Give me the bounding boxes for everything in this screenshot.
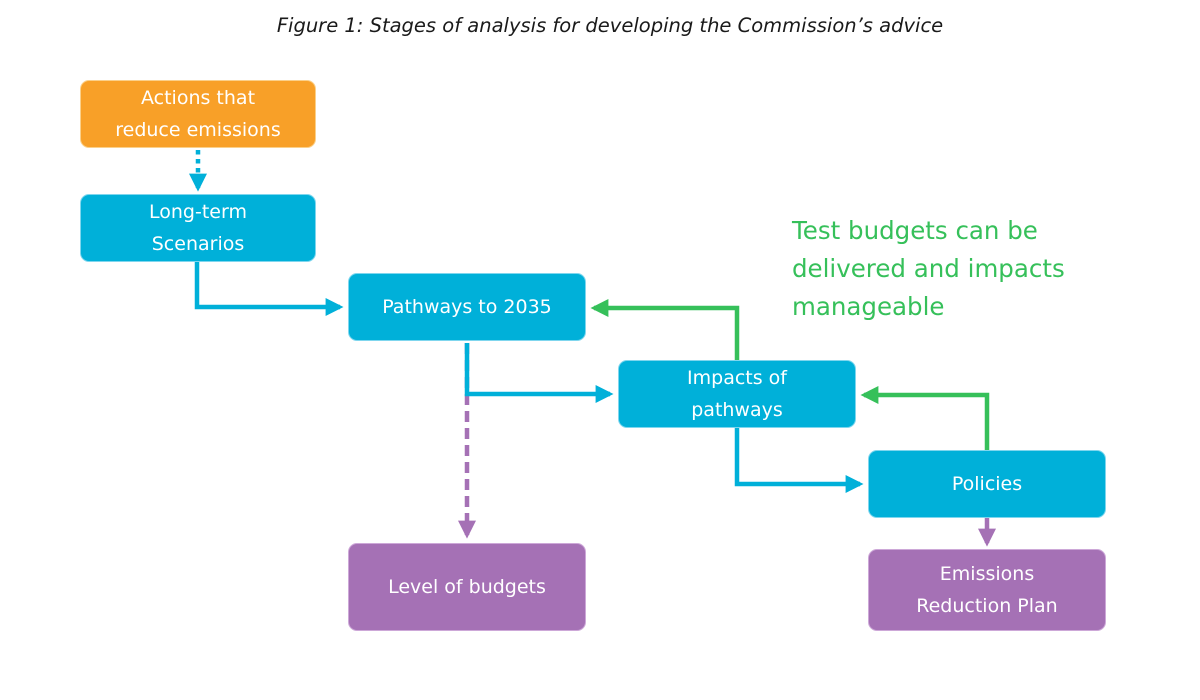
node-level-of-budgets: Level of budgets (348, 543, 586, 631)
arrow-impacts-to-policies (734, 428, 864, 493)
node-impacts-of-pathways: Impacts of pathways (618, 360, 856, 428)
node-label-line: reduce emissions (115, 119, 281, 141)
node-label-line: pathways (691, 399, 783, 421)
arrow-longterm-to-pathways (194, 262, 344, 316)
figure-title: Figure 1: Stages of analysis for develop… (276, 14, 944, 37)
node-label-line: Level of budgets (388, 576, 546, 598)
arrow-pathways-to-impacts (464, 343, 614, 403)
arrow-impacts-to-pathways (590, 299, 740, 360)
node-actions-that-reduce-emissions: Actions that reduce emissions (80, 80, 316, 148)
node-label-line: Policies (951, 473, 1023, 495)
node-label-line: Impacts of (687, 367, 787, 389)
node-policies: Policies (868, 450, 1106, 518)
node-label-line: Pathways to 2035 (382, 296, 552, 318)
annotation-line: delivered and impacts (792, 254, 1065, 283)
node-long-term-scenarios: Long-term Scenarios (80, 194, 316, 262)
node-label-line: Long-term (149, 201, 247, 223)
node-label-line: Reduction Plan (916, 595, 1058, 617)
node-emissions-reduction-plan: Emissions Reduction Plan (868, 549, 1106, 631)
node-pathways-to-2035: Pathways to 2035 (348, 273, 586, 341)
arrow-policies-to-impacts (860, 386, 990, 450)
annotation-line: manageable (792, 292, 945, 321)
node-label-line: Actions that (140, 87, 256, 109)
feedback-annotation: Test budgets can be delivered and impact… (792, 212, 1152, 326)
node-label-line: Emissions (939, 563, 1035, 585)
node-label-line: Scenarios (151, 233, 245, 255)
annotation-line: Test budgets can be (792, 216, 1038, 245)
